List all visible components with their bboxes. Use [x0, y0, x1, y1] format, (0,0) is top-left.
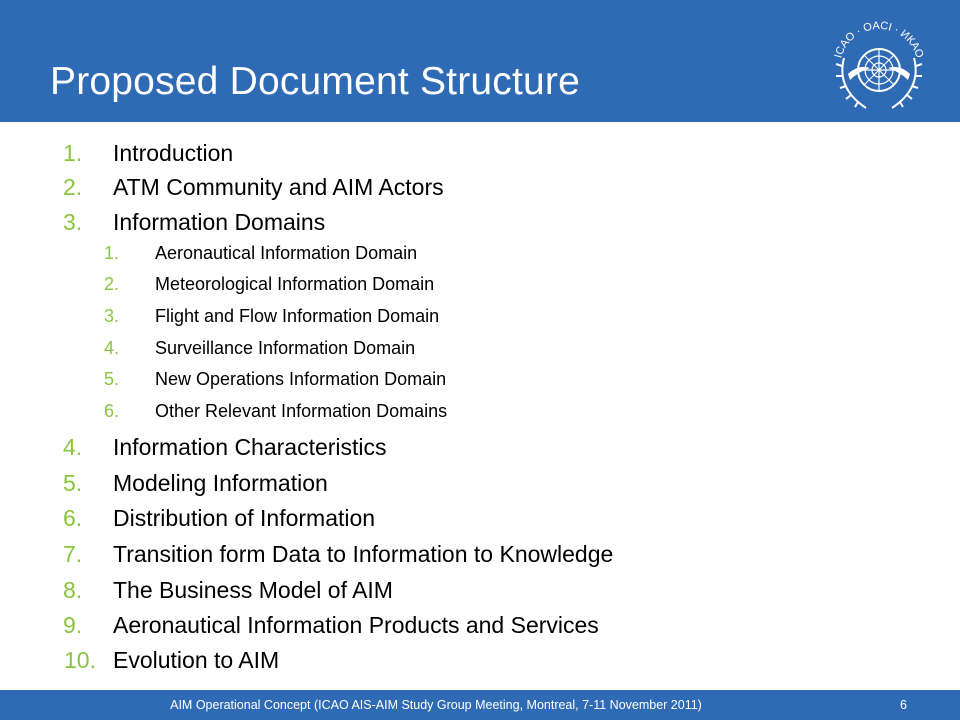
outline-subitem: 4. Surveillance Information Domain: [104, 338, 416, 359]
outline-text: The Business Model of AIM: [113, 577, 393, 603]
slide-title: Proposed Document Structure: [50, 60, 580, 103]
outline-item: 10. Evolution to AIM: [64, 647, 280, 674]
outline-number: 1.: [63, 140, 83, 166]
page-number: 6: [900, 698, 907, 712]
outline-item: 3. Information Domains: [63, 209, 326, 236]
outline-subitem: 3. Flight and Flow Information Domain: [104, 306, 440, 327]
outline-number: 3.: [104, 306, 120, 326]
outline-text: Modeling Information: [113, 470, 328, 496]
outline-item: 4. Information Characteristics: [63, 434, 387, 461]
outline-subitem: 2. Meteorological Information Domain: [104, 274, 435, 295]
outline-item: 1. Introduction: [63, 140, 234, 167]
outline-number: 4.: [104, 338, 120, 358]
outline-text: Transition form Data to Information to K…: [113, 541, 614, 567]
outline-item: 8. The Business Model of AIM: [63, 577, 393, 604]
outline-number: 2.: [63, 174, 83, 200]
outline-list: 1. Introduction 2. ATM Community and AIM Ac…: [63, 140, 614, 674]
outline-text: Distribution of Information: [113, 505, 376, 531]
outline-text: Introduction: [113, 140, 234, 166]
outline-text: Other Relevant Information Domains: [155, 401, 448, 421]
outline-item: 6. Distribution of Information: [63, 505, 376, 532]
outline-number: 10.: [64, 647, 96, 673]
slide-header: Proposed Document Structure ICAO · OACI …: [0, 0, 960, 122]
outline-text: ATM Community and AIM Actors: [113, 174, 444, 200]
outline-text: Evolution to AIM: [113, 647, 280, 673]
outline-item: 9. Aeronautical Information Products and …: [63, 612, 599, 639]
outline-text: Flight and Flow Information Domain: [155, 306, 440, 326]
icao-emblem-icon: ICAO · OACI · ИКАО: [832, 20, 926, 109]
outline-number: 2.: [104, 274, 120, 294]
outline-text: Meteorological Information Domain: [155, 274, 435, 294]
outline-number: 7.: [63, 541, 83, 567]
outline-number: 1.: [104, 243, 120, 263]
outline-number: 5.: [104, 369, 120, 389]
outline-text: New Operations Information Domain: [155, 369, 447, 389]
outline-number: 3.: [63, 209, 83, 235]
outline-item: 5. Modeling Information: [63, 470, 328, 497]
slide-footer: AIM Operational Concept (ICAO AIS-AIM St…: [0, 690, 960, 720]
outline-subitem: 1. Aeronautical Information Domain: [104, 243, 418, 264]
outline-number: 6.: [63, 505, 83, 531]
outline-number: 4.: [63, 434, 83, 460]
outline-text: Information Characteristics: [113, 434, 387, 460]
outline-text: Aeronautical Information Domain: [155, 243, 418, 263]
footer-text: AIM Operational Concept (ICAO AIS-AIM St…: [170, 698, 702, 712]
outline-item: 7. Transition form Data to Information to…: [63, 541, 614, 568]
outline-subitem: 5. New Operations Information Domain: [104, 369, 447, 390]
outline-number: 5.: [63, 470, 83, 496]
outline-number: 6.: [104, 401, 120, 421]
outline-number: 8.: [63, 577, 83, 603]
outline-subitem: 6. Other Relevant Information Domains: [104, 401, 448, 422]
outline-text: Information Domains: [113, 209, 326, 235]
outline-item: 2. ATM Community and AIM Actors: [63, 174, 444, 201]
outline-number: 9.: [63, 612, 83, 638]
outline-text: Surveillance Information Domain: [155, 338, 416, 358]
outline-text: Aeronautical Information Products and Se…: [113, 612, 599, 638]
